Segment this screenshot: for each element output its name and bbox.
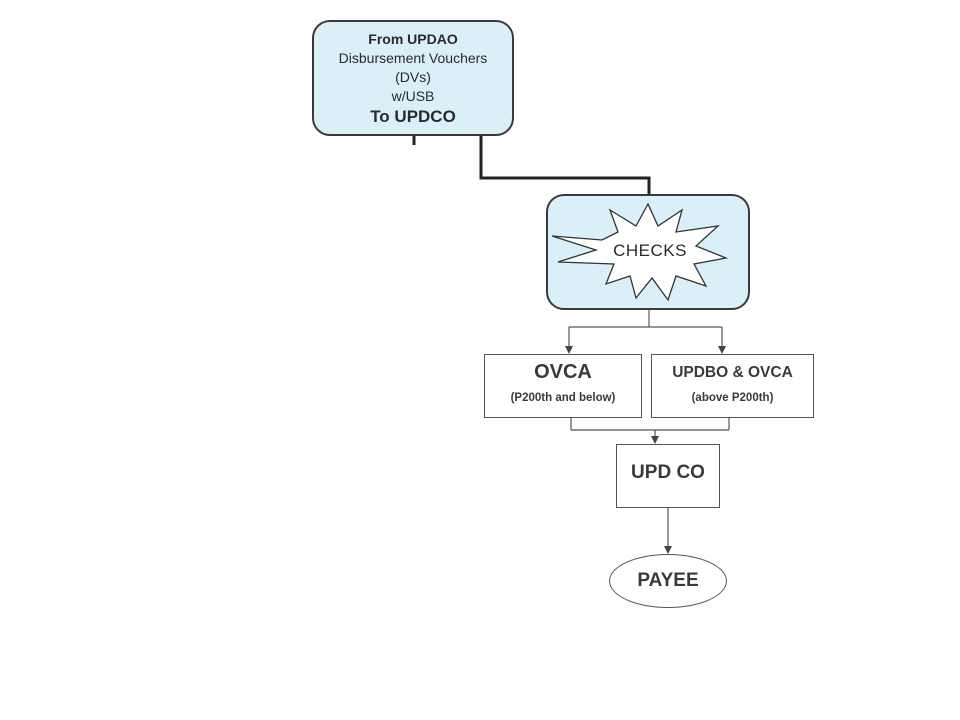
checks-label: CHECKS [613, 241, 687, 260]
updao-dvs-label: (DVs) [395, 69, 431, 85]
updco-title: UPD CO [631, 462, 705, 483]
connector-updao-to-checks [479, 136, 651, 194]
ovca-title: OVCA [534, 361, 592, 383]
updao-box: From UPDAO Disbursement Vouchers (DVs) w… [312, 20, 514, 136]
updao-from-label: From UPDAO [368, 31, 458, 47]
updbo-ovca-subtitle: (above P200th) [691, 392, 774, 404]
payee-title: PAYEE [637, 570, 699, 591]
explosion-star-shape [551, 202, 729, 302]
updao-usb-label: w/USB [391, 88, 435, 104]
updco-box: UPD CO [616, 444, 720, 508]
ovca-subtitle: (P200th and below) [510, 392, 616, 404]
checks-box: CHECKS [546, 194, 750, 310]
updao-dv-label: Disbursement Vouchers [338, 50, 488, 66]
updbo-ovca-title: UPDBO & OVCA [672, 364, 793, 381]
updao-to-label: To UPDCO [370, 107, 456, 126]
payee-ellipse: PAYEE [609, 554, 727, 608]
explosion-star-icon [551, 202, 729, 302]
ovca-box: OVCA (P200th and below) [484, 354, 642, 418]
updbo-ovca-box: UPDBO & OVCA (above P200th) [651, 354, 814, 418]
